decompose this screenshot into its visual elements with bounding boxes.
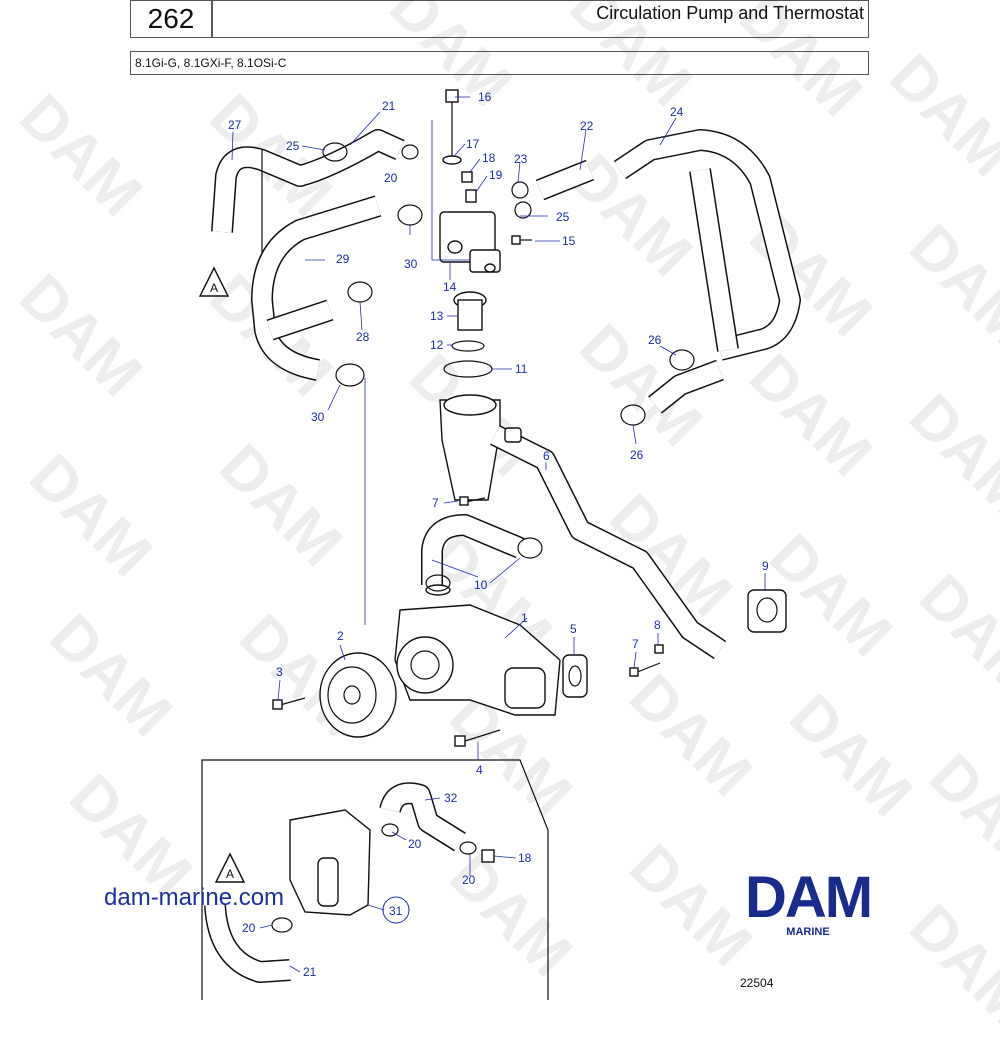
callout-12: 12 bbox=[430, 338, 444, 352]
pump-outlet-elbow bbox=[439, 394, 727, 660]
callout-18-inset: 18 bbox=[518, 851, 532, 865]
reference-marker-label: A bbox=[226, 867, 234, 881]
callout-18: 18 bbox=[482, 151, 496, 165]
reference-marker-main: A bbox=[198, 266, 230, 297]
website-link[interactable]: dam-marine.com bbox=[104, 884, 285, 911]
bolts bbox=[272, 235, 664, 747]
reference-marker-label: A bbox=[210, 281, 218, 295]
callout-17: 17 bbox=[466, 137, 480, 151]
callout-25-second: 25 bbox=[556, 210, 570, 224]
inset-pump-assembly bbox=[204, 782, 495, 983]
callout-3: 3 bbox=[276, 665, 283, 679]
exploded-parts-diagram: A A bbox=[198, 89, 801, 1000]
reference-marker-inset: A bbox=[214, 852, 246, 883]
thermostat-housing bbox=[439, 89, 501, 273]
thermostat bbox=[443, 291, 493, 378]
page-title: Circulation Pump and Thermostat bbox=[596, 3, 864, 23]
callout-20-inset-c: 20 bbox=[242, 921, 256, 935]
callout-2: 2 bbox=[337, 629, 344, 643]
callout-29: 29 bbox=[336, 252, 350, 266]
callout-20: 20 bbox=[384, 171, 398, 185]
title-box: Circulation Pump and Thermostat bbox=[212, 0, 869, 38]
gasket-9 bbox=[747, 589, 787, 633]
hose-10 bbox=[421, 514, 525, 585]
callout-14: 14 bbox=[443, 280, 457, 294]
callout-13: 13 bbox=[430, 309, 444, 323]
callout-9: 9 bbox=[762, 559, 769, 573]
callout-21: 21 bbox=[382, 99, 396, 113]
callout-20-inset-b: 20 bbox=[462, 873, 476, 887]
circulation-pump bbox=[394, 584, 561, 716]
callout-26: 26 bbox=[648, 333, 662, 347]
callout-16: 16 bbox=[478, 90, 492, 104]
callout-7-second: 7 bbox=[632, 637, 639, 651]
logo-word: DAM bbox=[744, 865, 873, 930]
callout-30: 30 bbox=[404, 257, 418, 271]
callout-30-second: 30 bbox=[311, 410, 325, 424]
callout-4: 4 bbox=[476, 763, 483, 777]
hose-29 bbox=[251, 195, 382, 381]
dam-marine-logo: DAM MARINE bbox=[718, 865, 898, 939]
callout-labels: 1 2 3 4 5 6 7 7 8 9 10 11 12 13 14 15 16… bbox=[228, 90, 769, 979]
callout-15: 15 bbox=[562, 234, 576, 248]
callout-1: 1 bbox=[521, 611, 528, 625]
logo-subtext: MARINE bbox=[786, 926, 830, 938]
callout-28: 28 bbox=[356, 330, 370, 344]
callout-10: 10 bbox=[474, 578, 488, 592]
callout-11: 11 bbox=[515, 362, 528, 376]
callout-8: 8 bbox=[654, 618, 661, 632]
callout-31: 31 bbox=[389, 904, 403, 918]
callout-19: 19 bbox=[489, 168, 503, 182]
leader-lines bbox=[231, 96, 766, 973]
callout-22: 22 bbox=[580, 119, 594, 133]
callout-7: 7 bbox=[432, 496, 439, 510]
gasket-5 bbox=[562, 654, 588, 698]
callout-6: 6 bbox=[543, 449, 550, 463]
callout-27: 27 bbox=[228, 118, 242, 132]
model-list: 8.1Gi-G, 8.1GXi-F, 8.1OSi-C bbox=[135, 56, 287, 70]
model-box: 8.1Gi-G, 8.1GXi-F, 8.1OSi-C bbox=[130, 51, 869, 75]
callout-25: 25 bbox=[286, 139, 300, 153]
pulley bbox=[319, 652, 397, 738]
callout-24: 24 bbox=[670, 105, 684, 119]
callout-5: 5 bbox=[570, 622, 577, 636]
hose-22-24 bbox=[535, 129, 801, 414]
callout-20-inset-a: 20 bbox=[408, 837, 422, 851]
drawing-number: 22504 bbox=[740, 976, 774, 990]
hose-clamps bbox=[322, 142, 695, 592]
page-number-box: 262 bbox=[130, 0, 212, 38]
callout-23: 23 bbox=[514, 152, 528, 166]
inset-frame bbox=[201, 759, 549, 1000]
callout-32: 32 bbox=[444, 791, 458, 805]
callout-26-second: 26 bbox=[630, 448, 644, 462]
callout-21-inset: 21 bbox=[303, 965, 317, 979]
page-number: 262 bbox=[147, 3, 195, 34]
callout-31-circle bbox=[382, 896, 410, 924]
